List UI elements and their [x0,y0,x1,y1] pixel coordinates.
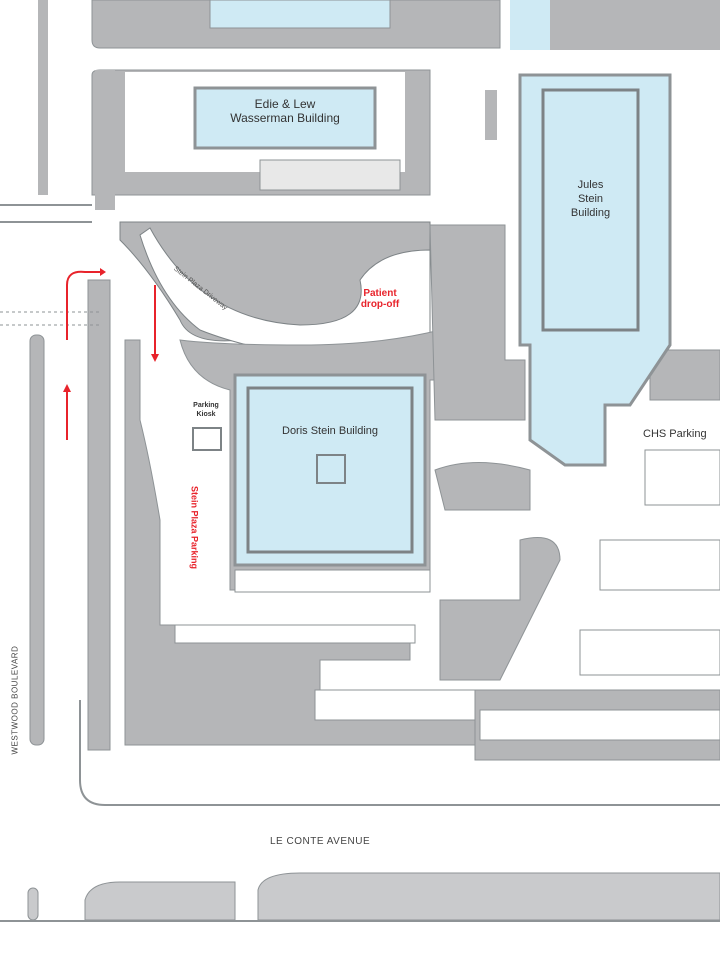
wasserman-steps [259,159,401,191]
jules-stein-inner [541,88,640,332]
patient-dropoff-label: Patient drop-off [360,288,400,310]
road-median [87,279,111,751]
westwood-boulevard-label: WESTWOOD BOULEVARD [10,645,20,755]
parking-row-5 [579,629,720,676]
stein-plaza-parking-label: Stein Plaza Parking [189,485,200,570]
arrowhead-right [100,268,106,276]
doris-stein-building-outer [233,373,427,567]
parking-row-4 [479,709,720,741]
chs-parking-label: CHS Parking [643,428,707,440]
parking-kiosk-label: Parking Kiosk [193,402,219,418]
parking-kiosk-box [192,427,222,451]
arrowhead-down [151,354,159,362]
crosswalk [0,311,100,326]
chs-parking-rows [644,449,720,506]
arrowhead-up [63,384,71,392]
east-pillar [485,90,497,140]
stein-plaza-parking-structure [124,339,476,746]
route-arrow-in [66,270,100,340]
west-strip [95,70,115,210]
chs-structure [649,349,720,401]
wasserman-building-label: Edie & Lew Wasserman Building [230,97,340,125]
route-arrows [66,270,156,440]
south-median [27,887,39,921]
doris-stein-building-inner [246,386,414,554]
top-building [209,0,391,29]
westwood-median [29,334,45,746]
courtyard [434,462,531,511]
parking-row-6 [599,539,720,591]
le-conte-avenue-label: LE CONTE AVENUE [270,836,371,847]
ramp-structure [439,537,561,681]
top-right-building [510,0,550,50]
doris-stein-building-label: Doris Stein Building [282,425,378,437]
doris-stein-atrium [316,454,346,484]
parking-row-2 [234,569,431,593]
south-block-2 [257,872,720,921]
westwood-median-top [38,0,48,195]
south-block-1 [84,881,236,921]
stein-plaza-driveway-road [139,227,431,364]
parking-row-3 [314,689,476,721]
jules-stein-building-label: Jules Stein Building [570,179,611,219]
east-wing [429,224,526,421]
parking-row-1 [174,624,416,644]
jules-stein-building-shape [518,73,672,467]
wasserman-building [193,86,377,150]
block-edge [79,700,720,806]
